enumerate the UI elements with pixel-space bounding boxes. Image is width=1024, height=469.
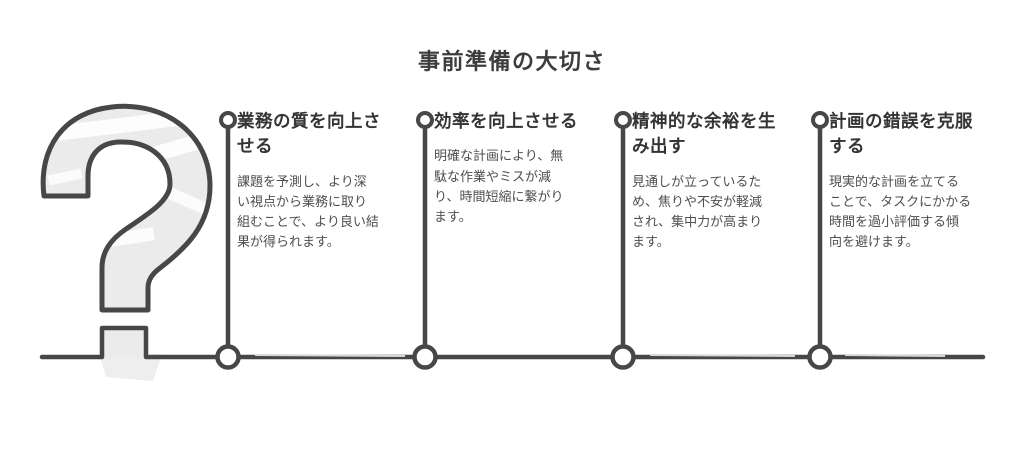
pin-head-circle-1 <box>219 111 237 129</box>
column-heading: 計画の錯誤を克服 する <box>829 111 973 157</box>
column-body: 現実的な計画を立てる ことで、タスクにかかる 時間を過小評価する傾 向を避けます… <box>829 173 972 250</box>
page-title: 事前準備の大切さ <box>417 49 606 74</box>
question-mark-dot <box>102 328 146 357</box>
pin-head-circle-4 <box>811 111 829 129</box>
texture-smear <box>100 354 162 381</box>
timeline-base-line <box>39 325 986 360</box>
sketch-accent-lines <box>254 354 946 357</box>
timeline-column-3: 精神的な余裕を生 み出す 見通しが立っているた め、焦りや不安が軽減 され、集中… <box>632 109 818 252</box>
pin-head-circle-2 <box>416 111 434 129</box>
column-heading: 精神的な余裕を生 み出す <box>632 111 776 157</box>
timeline-node-circle-2 <box>412 344 438 370</box>
pin-lines <box>225 127 823 347</box>
column-body: 課題を予測し、より深 い視点から業務に取り 組むことで、より良い結 果が得られま… <box>237 173 379 250</box>
timeline-node-circles <box>215 344 833 370</box>
timeline-column-2: 効率を向上させる 明確な計画により、無 駄な作業やミスが減 り、時間短縮に繋がり… <box>434 109 620 227</box>
pin-head-circles <box>219 111 829 129</box>
timeline-node-circle-4 <box>807 344 833 370</box>
timeline-node-circle-3 <box>610 344 636 370</box>
column-body: 明確な計画により、無 駄な作業やミスが減 り、時間短縮に繋がり ます。 <box>434 148 564 224</box>
column-body: 見通しが立っているた め、焦りや不安が軽減 され、集中力が高まり ます。 <box>632 173 763 250</box>
column-heading: 効率を向上させる <box>434 111 578 131</box>
timeline-node-circle-1 <box>215 344 241 370</box>
pin-head-circle-3 <box>614 111 632 129</box>
column-heading: 業務の質を向上さ せる <box>237 111 381 157</box>
timeline-column-4: 計画の錯誤を克服 する 現実的な計画を立てる ことで、タスクにかかる 時間を過小… <box>829 109 1015 252</box>
timeline-column-1: 業務の質を向上さ せる 課題を予測し、より深 い視点から業務に取り 組むことで、… <box>237 109 423 252</box>
question-mark-icon <box>40 103 213 381</box>
